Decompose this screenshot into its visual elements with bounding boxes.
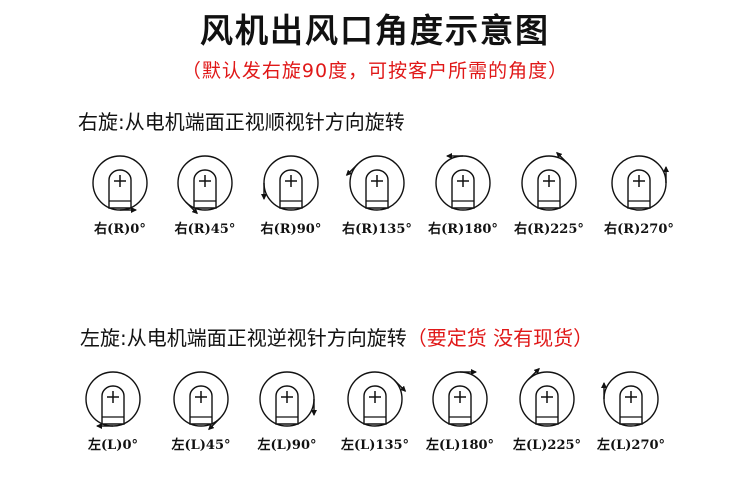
fan-right-0: 右(R)0° <box>85 148 155 238</box>
fan-right-90-label: 右(R)90° <box>260 222 322 237</box>
fan-left-90-label: 左(L)90° <box>257 438 317 453</box>
fan-left-180-drawing <box>432 369 488 427</box>
motor-block <box>108 169 132 209</box>
motor-block <box>101 385 125 425</box>
outlet-arrow <box>208 417 221 431</box>
fan-left-225-label: 左(L)225° <box>512 438 582 453</box>
diagram-subtitle: （默认发右旋90度，可按客户所需的角度） <box>181 60 569 82</box>
fan-right-135: 右(R)135° <box>342 148 412 238</box>
fan-left-270-drawing <box>601 371 659 427</box>
casing-circle <box>347 371 403 427</box>
motor-block <box>189 385 213 425</box>
outlet-arrow <box>345 163 359 176</box>
motor-block <box>619 385 643 425</box>
fan-left-180-label: 左(L)180° <box>425 438 495 453</box>
motor-block <box>193 169 217 209</box>
fan-left-45-drawing <box>173 371 229 431</box>
motor-block <box>535 385 559 425</box>
fan-left-225: 左(L)225° <box>512 364 582 454</box>
fan-left-270-label: 左(L)270° <box>596 438 666 453</box>
casing-circle <box>521 155 577 211</box>
fan-right-135-label: 右(R)135° <box>342 222 412 237</box>
fan-left-225-drawing <box>519 367 575 427</box>
fan-right-90-drawing <box>261 155 319 211</box>
fan-left-90-drawing <box>259 371 317 427</box>
left-rotation-note: （要定货 没有现货） <box>406 326 594 350</box>
fan-left-135-label: 左(L)135° <box>340 438 410 453</box>
fan-right-90: 右(R)90° <box>256 148 326 238</box>
outlet-arrow <box>393 379 407 392</box>
motor-block <box>363 385 387 425</box>
fan-right-45-drawing <box>177 155 233 215</box>
diagram-title: 风机出风口角度示意图 <box>200 11 550 50</box>
motor-block <box>279 169 303 209</box>
fan-right-225: 右(R)225° <box>514 148 584 238</box>
fan-left-45: 左(L)45° <box>166 364 236 454</box>
fan-left-45-label: 左(L)45° <box>171 438 231 453</box>
motor-block <box>627 169 651 209</box>
fan-right-180: 右(R)180° <box>428 148 498 238</box>
fan-left-90: 左(L)90° <box>252 364 322 454</box>
outlet-arrow <box>556 151 569 165</box>
fan-right-135-drawing <box>345 155 405 211</box>
outlet-arrow <box>185 201 198 215</box>
fan-right-225-drawing <box>521 151 577 211</box>
casing-circle <box>177 155 233 211</box>
fan-left-0-label: 左(L)0° <box>88 438 138 453</box>
fan-right-270-drawing <box>611 155 669 211</box>
fan-right-0-drawing <box>92 155 148 213</box>
left-rotation-heading-text: 左旋:从电机端面正视逆视针方向旋转 <box>80 326 407 350</box>
fan-right-270: 右(R)270° <box>604 148 674 238</box>
fan-left-135: 左(L)135° <box>340 364 410 454</box>
fan-right-45: 右(R)45° <box>170 148 240 238</box>
outlet-arrow <box>527 367 540 381</box>
fan-right-180-drawing <box>435 153 491 211</box>
fan-right-180-label: 右(R)180° <box>428 222 498 237</box>
right-rotation-heading: 右旋:从电机端面正视顺视针方向旋转 <box>78 106 405 135</box>
motor-block <box>537 169 561 209</box>
fan-left-135-drawing <box>347 371 407 427</box>
fan-right-45-label: 右(R)45° <box>174 222 236 237</box>
motor-block <box>365 169 389 209</box>
casing-circle <box>519 371 575 427</box>
motor-block <box>448 385 472 425</box>
fan-right-0-label: 右(R)0° <box>94 222 146 237</box>
casing-circle <box>173 371 229 427</box>
casing-circle <box>349 155 405 211</box>
motor-block <box>275 385 299 425</box>
fan-left-0-drawing <box>85 371 141 429</box>
left-rotation-heading: 左旋:从电机端面正视逆视针方向旋转（要定货 没有现货） <box>80 322 593 351</box>
motor-block <box>451 169 475 209</box>
fan-right-225-label: 右(R)225° <box>514 222 584 237</box>
fan-right-270-label: 右(R)270° <box>604 222 674 237</box>
right-rotation-heading-text: 右旋:从电机端面正视顺视针方向旋转 <box>78 110 405 134</box>
fan-left-0: 左(L)0° <box>78 364 148 454</box>
fan-left-180: 左(L)180° <box>425 364 495 454</box>
fan-left-270: 左(L)270° <box>596 364 666 454</box>
